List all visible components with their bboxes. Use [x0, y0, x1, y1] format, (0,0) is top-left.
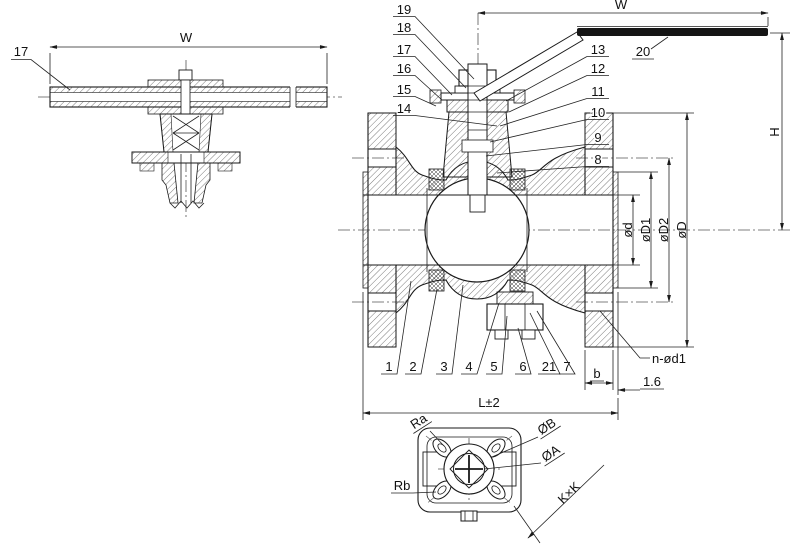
part-label-13: 13	[591, 42, 605, 57]
dim-flange-od: øD	[674, 221, 689, 238]
part-label-17: 17	[397, 42, 411, 57]
part-label-10: 10	[591, 105, 605, 120]
flange-end-view: K×K ØB ØA Ra Rb	[391, 410, 605, 544]
dim-bore: ød	[620, 222, 635, 237]
dim-handle-width: W	[615, 0, 628, 12]
dim-dia2: øD2	[656, 218, 671, 243]
dim-top-view-width: W	[180, 30, 193, 45]
dim-face-to-face: L±2	[478, 395, 500, 410]
part-label-2: 2	[409, 359, 416, 374]
part-label-20: 20	[636, 44, 650, 59]
part-label-12: 12	[591, 61, 605, 76]
part-label-4: 4	[465, 359, 472, 374]
handle-lever	[473, 26, 768, 102]
dim-square: K×K	[555, 478, 584, 506]
part-label-18: 18	[397, 20, 411, 35]
part-label-15: 15	[397, 82, 411, 97]
part-label-8: 8	[594, 152, 601, 167]
part-label-14: 14	[397, 101, 411, 116]
left-flange	[362, 112, 397, 348]
part-label-6: 6	[519, 359, 526, 374]
part-label-19: 19	[397, 2, 411, 17]
dim-raised-face: 1.6	[643, 374, 661, 389]
dimensions: W H ød øD1 øD2 øD b 1.6 L±2 n	[362, 0, 790, 420]
main-section-view	[338, 13, 792, 348]
right-flange	[584, 112, 619, 348]
part-label-5: 5	[490, 359, 497, 374]
drain-plug	[486, 291, 544, 340]
dim-height: H	[767, 127, 782, 136]
part-callouts: 19 18 17 16 15 14 13 12 11 10 9 8 20 1 2…	[381, 2, 669, 375]
part-label-11: 11	[591, 84, 605, 99]
dim-bolt-holes: n-ød1	[652, 351, 686, 366]
part-label-16: 16	[397, 61, 411, 76]
part-label-9: 9	[594, 130, 601, 145]
handle-top-view: W 17	[11, 30, 342, 218]
dim-dia-b: ØB	[535, 415, 559, 438]
dim-flange-thickness: b	[593, 366, 600, 381]
dim-radius-bottom: Rb	[394, 478, 411, 493]
part-label-1: 1	[385, 359, 392, 374]
dim-dia1: øD1	[638, 218, 653, 243]
part-label-3: 3	[440, 359, 447, 374]
seat-rings	[428, 168, 526, 292]
part-label-17-top-view: 17	[14, 44, 28, 59]
dim-dia-a: ØA	[539, 442, 563, 465]
part-label-21: 21	[542, 359, 556, 374]
part-label-7: 7	[563, 359, 570, 374]
